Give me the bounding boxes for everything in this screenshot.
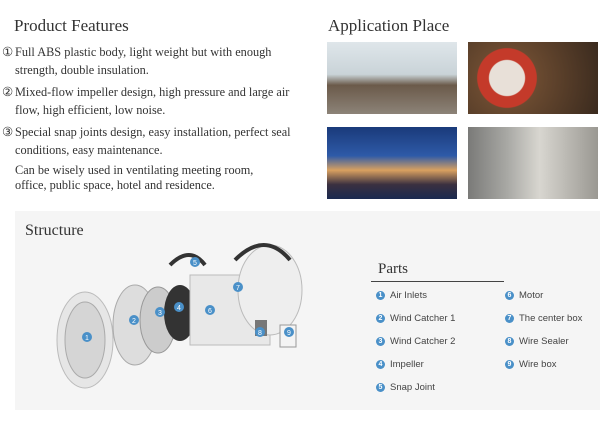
hotel-photo xyxy=(327,127,457,199)
svg-text:4: 4 xyxy=(177,305,181,312)
svg-text:5: 5 xyxy=(193,260,197,267)
number-badge: 6 xyxy=(505,291,514,300)
number-badge: 7 xyxy=(505,314,514,323)
parts-divider xyxy=(371,281,504,282)
product-features-title: Product Features xyxy=(14,16,129,35)
usage-text: Can be wisely used in ventilating meetin… xyxy=(15,163,254,192)
svg-text:3: 3 xyxy=(158,310,162,317)
number-badge: 3 xyxy=(376,337,385,346)
structure-title: Structure xyxy=(25,222,84,239)
parts-title: Parts xyxy=(378,261,408,277)
svg-text:7: 7 xyxy=(236,285,240,292)
residence-photo xyxy=(468,127,598,199)
svg-text:8: 8 xyxy=(258,330,262,337)
number-badge: 2 xyxy=(376,314,385,323)
structure-panel xyxy=(15,211,600,410)
application-place-title: Application Place xyxy=(328,16,450,35)
svg-text:6: 6 xyxy=(208,308,212,315)
number-badge: 5 xyxy=(376,383,385,392)
svg-text:9: 9 xyxy=(287,330,291,337)
svg-text:1: 1 xyxy=(85,335,89,342)
number-badge: 9 xyxy=(505,360,514,369)
office-photo xyxy=(468,42,598,114)
number-badge: 8 xyxy=(505,337,514,346)
number-badge: 4 xyxy=(376,360,385,369)
number-badge: 1 xyxy=(376,291,385,300)
meeting-room-photo xyxy=(327,42,457,114)
svg-text:2: 2 xyxy=(132,318,136,325)
fan-exploded-diagram: 1 2 3 4 5 6 7 8 9 xyxy=(56,243,303,389)
